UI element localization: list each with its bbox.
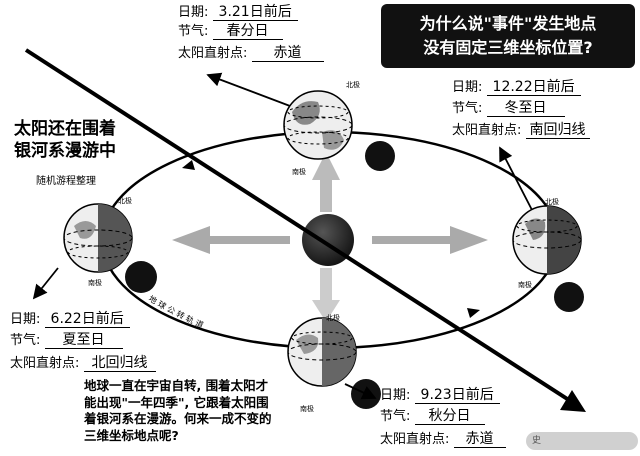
galaxy-motion-arrow: [24, 48, 574, 404]
earth-top: [283, 90, 353, 160]
winter-term-label: 节气:: [452, 101, 483, 116]
summer-term-label: 节气:: [10, 333, 41, 348]
spring-point-label: 太阳直射点:: [178, 46, 248, 61]
winter-date-label: 日期:: [452, 80, 483, 95]
autumn-point-label: 太阳直射点:: [380, 432, 450, 447]
sun-ray-down: [312, 268, 340, 322]
spring-term: 春分日: [212, 24, 283, 40]
caption-text: 地球一直在宇宙自转, 围着太阳才能出现"一年四季", 它跟着太阳围着银河系在漫游…: [84, 378, 272, 443]
earth-right-shadow: [554, 282, 584, 312]
question-box: 为什么说"事件"发生地点 没有固定三维坐标位置?: [381, 4, 635, 68]
earth-left-shadow: [125, 261, 157, 293]
spring-date: 3.21日前后: [212, 5, 298, 21]
summer-date: 6.22日前后: [44, 312, 130, 328]
question-line-1: 为什么说"事件"发生地点: [419, 14, 597, 33]
headline-subtitle: 随机游程整理: [36, 176, 96, 187]
earth-bottom-south-label: 南极: [300, 405, 314, 413]
spring-date-label: 日期:: [178, 5, 209, 20]
orbit-arrow-left: [182, 160, 195, 170]
sun-ray-left: [172, 226, 290, 254]
watermark: 史: [526, 432, 638, 450]
headline-line-1: 太阳还在围着: [14, 119, 116, 139]
pointer-spring: [206, 72, 291, 107]
earth-right-south-label: 南极: [518, 281, 532, 289]
summer-point: 北回归线: [83, 356, 156, 372]
spring-point: 赤道: [251, 46, 324, 62]
autumn-term: 秋分日: [414, 409, 485, 425]
earth-bottom-north-label: 北极: [326, 314, 340, 322]
earth-left-south-label: 南极: [88, 279, 102, 287]
autumn-point: 赤道: [453, 432, 506, 448]
sun-ray-up: [312, 152, 340, 212]
winter-term: 冬至日: [486, 101, 565, 117]
pointer-summer: [32, 267, 59, 300]
earth-top-north-label: 北极: [346, 81, 360, 89]
earth-right: [512, 205, 582, 275]
autumn-date: 9.23日前后: [414, 388, 500, 404]
orbit-arrow-right: [467, 308, 480, 318]
winter-point: 南回归线: [525, 123, 590, 139]
summer-date-label: 日期:: [10, 312, 41, 327]
earth-right-north-label: 北极: [545, 198, 559, 206]
earth-top-south-label: 南极: [292, 168, 306, 176]
headline-line-2: 银河系漫游中: [14, 141, 116, 161]
autumn-date-label: 日期:: [380, 388, 411, 403]
earth-left-north-label: 北极: [118, 197, 132, 205]
earth-left: [63, 203, 133, 273]
question-line-2: 没有固定三维坐标位置?: [423, 38, 593, 57]
winter-point-label: 太阳直射点:: [452, 123, 522, 138]
orbit-label: 地 球 公 转 轨 道: [147, 293, 205, 330]
earth-bottom: [287, 317, 357, 387]
summer-point-label: 太阳直射点:: [10, 356, 80, 371]
pointer-winter: [499, 146, 533, 211]
earth-top-shadow: [365, 141, 395, 171]
galaxy-motion-arrowhead: [560, 390, 586, 412]
autumn-term-label: 节气:: [380, 409, 411, 424]
headline: 太阳还在围着 银河系漫游中: [14, 118, 116, 162]
svg-text:地 球 公 转 轨 道: 地 球 公 转 轨 道: [147, 293, 205, 330]
winter-date: 12.22日前后: [486, 80, 581, 96]
summer-term: 夏至日: [44, 333, 123, 349]
sun-ray-right: [372, 226, 488, 254]
spring-term-label: 节气:: [178, 24, 209, 39]
pointer-autumn: [344, 383, 377, 400]
